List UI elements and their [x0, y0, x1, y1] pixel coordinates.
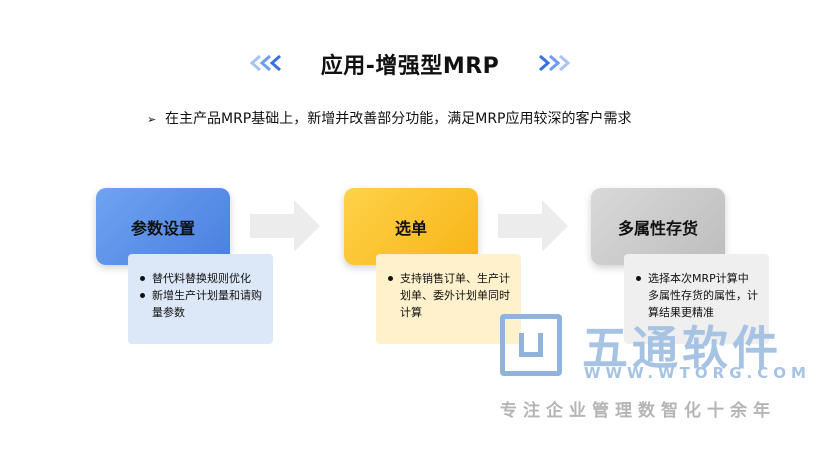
step-box-multi-attribute-inventory: 多属性存货: [591, 188, 725, 265]
step-label: 多属性存货: [617, 218, 698, 238]
list-item: 替代料替换规则优化: [138, 270, 263, 287]
arrow-bullet-icon: ➢: [147, 113, 157, 126]
header: 应用-增强型MRP: [0, 48, 820, 80]
watermark-url: WWW.WTORG.COM: [584, 364, 811, 382]
double-chevron-right-icon: [539, 54, 571, 72]
double-chevron-left-icon: [249, 54, 281, 72]
list-item: 选择本次MRP计算中多属性存货的属性，计算结果更精准: [634, 270, 759, 321]
step-box-order-selection: 选单: [344, 188, 478, 265]
step-label: 选单: [394, 218, 427, 238]
page-title: 应用-增强型MRP: [320, 54, 500, 79]
watermark-brand-name: 五通软件: [582, 321, 782, 375]
flow-arrow-icon: [498, 200, 568, 252]
wtorg-logo-icon: [500, 314, 562, 376]
step-box-parameter-settings: 参数设置: [96, 188, 230, 265]
watermark: 五通软件 WWW.WTORG.COM 专注企业管理数智化十余年: [500, 314, 806, 424]
detail-card-multi-attribute-inventory: 选择本次MRP计算中多属性存货的属性，计算结果更精准: [624, 254, 769, 344]
list-item: 支持销售订单、生产计划单、委外计划单同时计算: [386, 270, 511, 321]
intro-line: ➢ 在主产品MRP基础上，新增并改善部分功能，满足MRP应用较深的客户需求: [147, 108, 632, 128]
step-label: 参数设置: [130, 218, 195, 238]
intro-text: 在主产品MRP基础上，新增并改善部分功能，满足MRP应用较深的客户需求: [165, 111, 632, 127]
flow-arrow-icon: [250, 200, 320, 252]
list-item: 新增生产计划量和请购量参数: [138, 287, 263, 321]
watermark-slogan: 专注企业管理数智化十余年: [500, 401, 776, 421]
detail-card-order-selection: 支持销售订单、生产计划单、委外计划单同时计算: [376, 254, 521, 344]
detail-card-parameter-settings: 替代料替换规则优化 新增生产计划量和请购量参数: [128, 254, 273, 344]
